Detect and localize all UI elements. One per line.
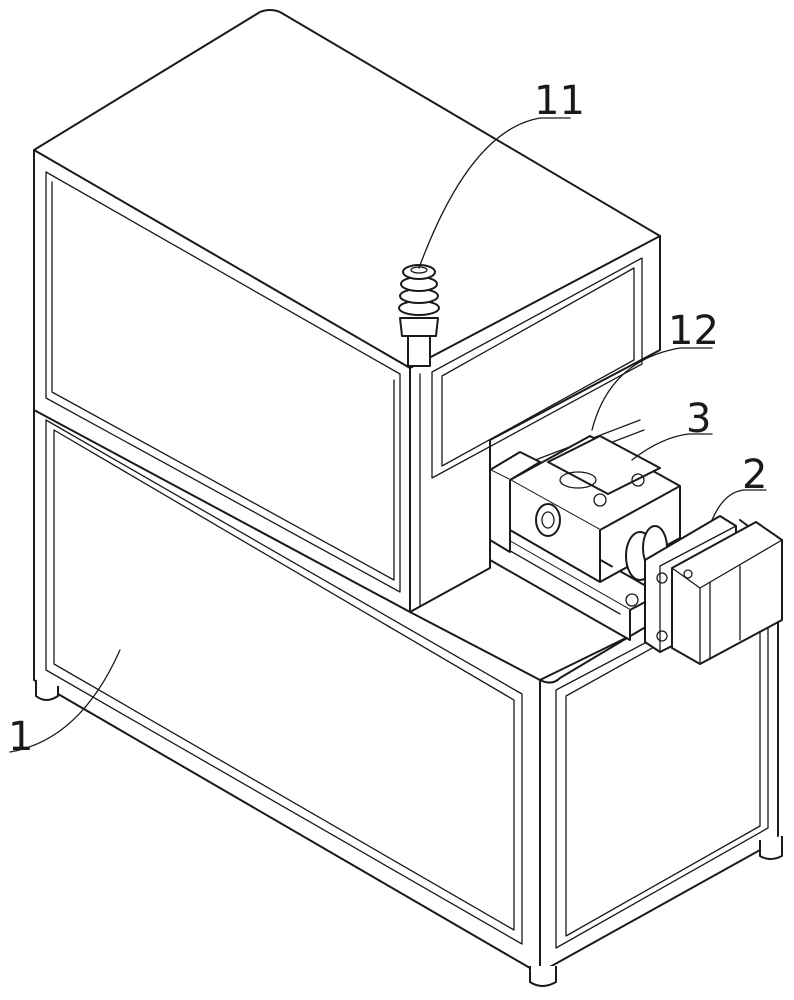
label-3: 3 [686, 396, 711, 442]
label-2: 2 [742, 452, 767, 498]
signal-tower [399, 265, 439, 366]
leader-lines [10, 118, 766, 752]
label-12: 12 [668, 308, 719, 354]
stepper-motor [626, 516, 782, 664]
label-11: 11 [534, 78, 585, 124]
reference-numerals: 1 2 3 11 12 [8, 78, 767, 760]
base-frame [34, 410, 782, 986]
label-1: 1 [8, 714, 33, 760]
